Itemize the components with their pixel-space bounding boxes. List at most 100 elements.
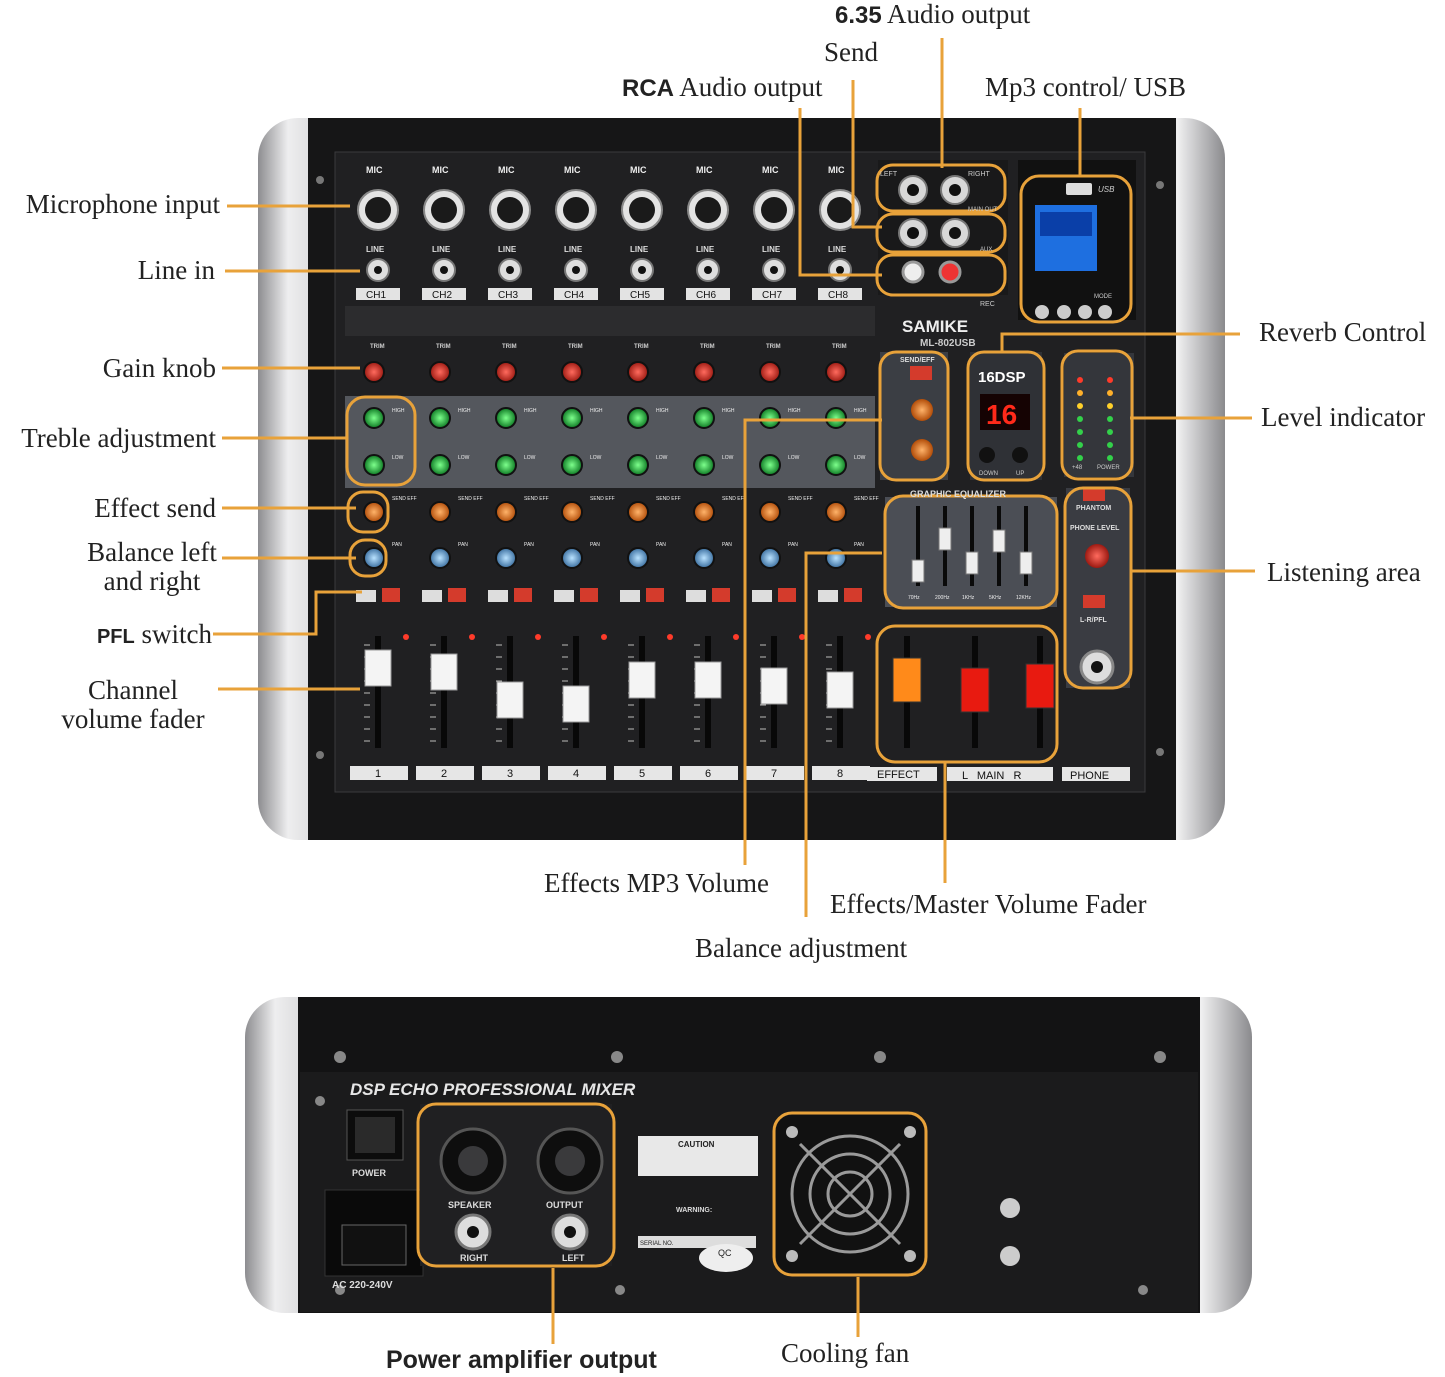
level-led-left <box>1077 455 1083 461</box>
geq-slider[interactable] <box>938 527 952 551</box>
label-listening: Listening area <box>1267 557 1421 587</box>
channel-name: CH4 <box>564 290 584 301</box>
send-label: SEND EFF <box>392 496 417 502</box>
low-label: LOW <box>722 455 734 461</box>
treble-knob[interactable] <box>693 407 715 429</box>
effect-send-knob[interactable] <box>561 501 583 523</box>
low-knob[interactable] <box>693 454 715 476</box>
geq-slider[interactable] <box>1019 551 1033 575</box>
pfl-switch[interactable] <box>712 588 730 602</box>
low-knob[interactable] <box>429 454 451 476</box>
channel-fader-cap[interactable] <box>826 671 854 709</box>
channel-name-box <box>356 288 400 300</box>
low-label: LOW <box>524 455 536 461</box>
pan-knob[interactable] <box>825 547 847 569</box>
pfl-switch[interactable] <box>448 588 466 602</box>
treble-knob[interactable] <box>759 407 781 429</box>
low-knob[interactable] <box>561 454 583 476</box>
pan-knob[interactable] <box>495 547 517 569</box>
pfl-switch[interactable] <box>382 588 400 602</box>
treble-knob[interactable] <box>429 407 451 429</box>
effect-send-knob[interactable] <box>825 501 847 523</box>
channel-fader-cap[interactable] <box>562 685 590 723</box>
effect-send-knob[interactable] <box>429 501 451 523</box>
pfl-switch[interactable] <box>844 588 862 602</box>
channel-fader-cap[interactable] <box>496 681 524 719</box>
gain-knob[interactable] <box>429 361 451 383</box>
main-fader-cap[interactable] <box>892 657 922 703</box>
pan-label: PAN <box>656 542 666 548</box>
effect-send-knob[interactable] <box>693 501 715 523</box>
low-knob[interactable] <box>363 454 385 476</box>
low-knob[interactable] <box>759 454 781 476</box>
treble-knob[interactable] <box>825 407 847 429</box>
label-line-in: Line in <box>137 255 215 285</box>
geq-slot <box>970 506 974 586</box>
line-jack-hole <box>836 266 844 274</box>
high-label: HIGH <box>458 408 471 414</box>
treble-knob[interactable] <box>363 407 385 429</box>
treble-knob[interactable] <box>627 407 649 429</box>
pan-knob[interactable] <box>693 547 715 569</box>
pan-knob[interactable] <box>627 547 649 569</box>
main-fader-cap[interactable] <box>1025 663 1055 709</box>
effect-send-knob[interactable] <box>363 501 385 523</box>
low-knob[interactable] <box>495 454 517 476</box>
rear-caution-label: CAUTION <box>678 1140 715 1149</box>
geq-slider[interactable] <box>965 551 979 575</box>
treble-knob[interactable] <box>495 407 517 429</box>
trim-label: TRIM <box>370 344 385 350</box>
label-channel-fader-line1: Channel <box>88 675 178 705</box>
pan-knob[interactable] <box>363 547 385 569</box>
treble-knob[interactable] <box>561 407 583 429</box>
channel-fader-cap[interactable] <box>760 667 788 705</box>
power-indicator-label: POWER <box>1097 465 1120 471</box>
channel-name-box <box>620 288 664 300</box>
geq-slider[interactable] <box>911 559 925 583</box>
level-led-left <box>1077 429 1083 435</box>
gain-knob[interactable] <box>363 361 385 383</box>
pfl-switch[interactable] <box>646 588 664 602</box>
low-knob[interactable] <box>825 454 847 476</box>
channel-fader-cap[interactable] <box>364 649 392 687</box>
trim-label: TRIM <box>502 344 517 350</box>
fader-number: 1 <box>375 768 381 780</box>
gain-knob[interactable] <box>693 361 715 383</box>
effect-send-knob[interactable] <box>759 501 781 523</box>
level-led-right <box>1107 403 1113 409</box>
gain-knob[interactable] <box>825 361 847 383</box>
xlr-hole <box>629 197 655 223</box>
line-label: LINE <box>762 245 781 254</box>
effect-label: EFFECT <box>877 769 920 781</box>
pfl-switch[interactable] <box>580 588 598 602</box>
line-jack-hole <box>770 266 778 274</box>
channel-fader-cap[interactable] <box>628 661 656 699</box>
channel-name: CH1 <box>366 290 386 301</box>
pfl-switch[interactable] <box>778 588 796 602</box>
line-jack-hole <box>440 266 448 274</box>
main-fader-cap[interactable] <box>960 667 990 713</box>
pan-label: PAN <box>854 542 864 548</box>
pan-knob[interactable] <box>561 547 583 569</box>
pfl-switch[interactable] <box>514 588 532 602</box>
dsp-display: 16 <box>986 399 1017 430</box>
high-label: HIGH <box>590 408 603 414</box>
effect-send-knob[interactable] <box>627 501 649 523</box>
gain-knob[interactable] <box>561 361 583 383</box>
channel-fader-cap[interactable] <box>430 653 458 691</box>
peak-led <box>403 634 409 640</box>
low-knob[interactable] <box>627 454 649 476</box>
pan-knob[interactable] <box>759 547 781 569</box>
pan-knob[interactable] <box>429 547 451 569</box>
xlr-hole <box>431 197 457 223</box>
effect-send-knob[interactable] <box>495 501 517 523</box>
gain-knob[interactable] <box>495 361 517 383</box>
channel-fader-cap[interactable] <box>694 661 722 699</box>
label-audio-output-635: 6.35 Audio output <box>835 0 1030 30</box>
label-rca-text: Audio output <box>679 72 823 102</box>
gain-knob[interactable] <box>759 361 781 383</box>
gain-knob[interactable] <box>627 361 649 383</box>
geq-slider[interactable] <box>992 529 1006 553</box>
